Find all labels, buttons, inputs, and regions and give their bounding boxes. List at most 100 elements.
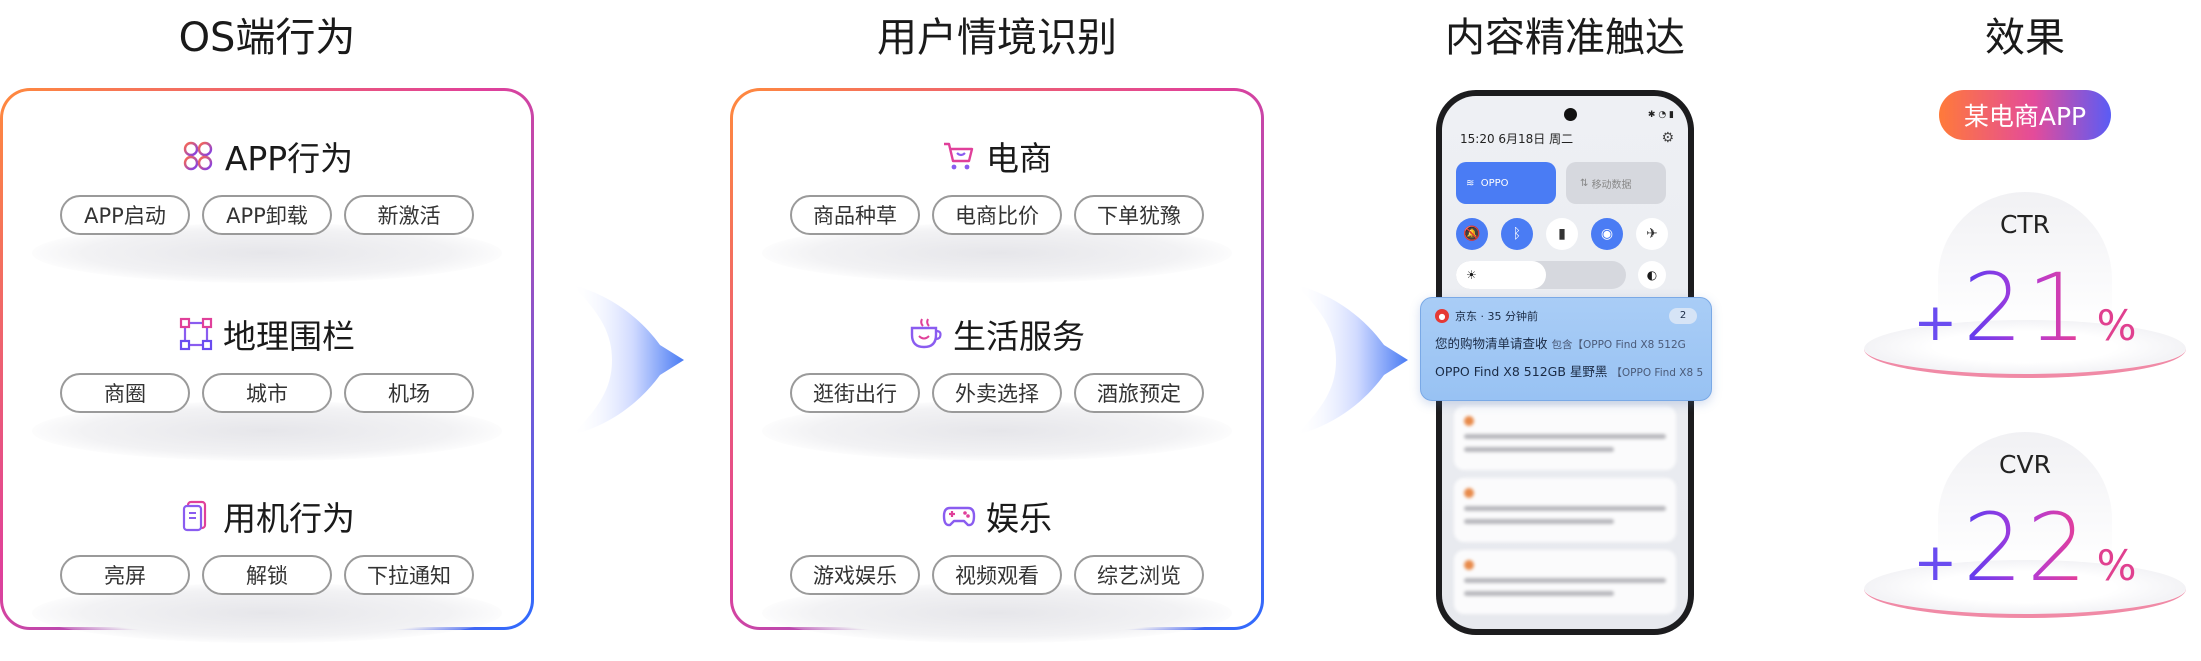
tag-row: 商品种草 电商比价 下单犹豫 <box>733 195 1261 235</box>
group-header: 生活服务 <box>733 309 1261 359</box>
blurred-notification <box>1454 550 1676 614</box>
brightness-slider[interactable]: ☀ <box>1456 261 1626 289</box>
tag-pill: 游戏娱乐 <box>790 555 920 595</box>
metric-dome <box>1938 432 2112 582</box>
group-geo-fence: 地理围栏 商圈 城市 机场 <box>3 309 531 479</box>
dark-mode-icon[interactable]: ◐ <box>1638 261 1666 289</box>
os-behavior-card: APP行为 APP启动 APP卸载 新激活 地理围栏 商圈 城市 机场 <box>0 88 534 643</box>
effect-title: 效果 <box>1985 15 2065 61</box>
content-reach-title: 内容精准触达 <box>1445 15 1685 61</box>
tag-pill: 城市 <box>202 373 332 413</box>
os-behavior-title: OS端行为 <box>178 15 356 61</box>
tag-row: 逛街出行 外卖选择 酒旅预定 <box>733 373 1261 413</box>
tag-pill: 解锁 <box>202 555 332 595</box>
jd-app-icon: ● <box>1435 309 1449 323</box>
group-title: APP行为 <box>224 139 354 178</box>
mobile-data-icon: ⇅ <box>1580 177 1592 189</box>
shopping-notification[interactable]: ● 京东 · 35 分钟前 2 您的购物清单请查收 包含【OPPO Find X… <box>1420 297 1712 401</box>
geo-fence-icon <box>179 317 213 351</box>
notification-count: 2 <box>1669 308 1697 324</box>
airplane-toggle-icon[interactable]: ✈ <box>1636 218 1668 250</box>
location-toggle-icon[interactable]: ◉ <box>1591 218 1623 250</box>
metric-unit: % <box>2096 541 2137 590</box>
metric-label: CTR <box>1999 210 2051 239</box>
tag-pill: 视频观看 <box>932 555 1062 595</box>
mobile-data-tile[interactable]: ⇅ 移动数据 <box>1566 162 1666 204</box>
tag-row: 亮屏 解锁 下拉通知 <box>3 555 531 595</box>
group-title: 电商 <box>986 139 1052 178</box>
blurred-notification <box>1454 478 1676 542</box>
tag-pill: 下拉通知 <box>344 555 474 595</box>
coffee-cup-icon <box>910 318 942 349</box>
flow-arrow-2 <box>1296 285 1408 435</box>
notification-body: OPPO Find X8 512GB 星野黑 <box>1435 364 1608 379</box>
tag-pill: 外卖选择 <box>932 373 1062 413</box>
metric-base <box>1864 320 2186 378</box>
metric-dome <box>1938 192 2112 342</box>
tag-pill: 逛街出行 <box>790 373 920 413</box>
group-entertainment: 娱乐 游戏娱乐 视频观看 综艺浏览 <box>733 491 1261 661</box>
tag-pill: 商圈 <box>60 373 190 413</box>
tag-pill: 机场 <box>344 373 474 413</box>
user-context-title: 用户情境识别 <box>877 15 1117 61</box>
quick-settings-row: 🔕 ᛒ ▮ ◉ ✈ <box>1456 218 1668 250</box>
tag-pill: 亮屏 <box>60 555 190 595</box>
tag-pill: 新激活 <box>344 195 474 235</box>
tag-pill: 下单犹豫 <box>1074 195 1204 235</box>
notification-header: ● 京东 · 35 分钟前 2 <box>1435 308 1697 324</box>
group-title: 生活服务 <box>953 317 1085 356</box>
tag-pill: 综艺浏览 <box>1074 555 1204 595</box>
bluetooth-toggle-icon[interactable]: ᛒ <box>1501 218 1533 250</box>
tag-pill: 酒旅预定 <box>1074 373 1204 413</box>
metric-base <box>1864 560 2186 618</box>
notification-app: 京东 · 35 分钟前 <box>1455 310 1538 323</box>
ecommerce-app-badge: 某电商APP <box>1939 90 2111 140</box>
metric-value: +22% <box>1864 494 2186 603</box>
tag-pill: 商品种草 <box>790 195 920 235</box>
group-title: 娱乐 <box>986 499 1052 538</box>
sun-icon: ☀ <box>1456 261 1546 289</box>
cvr-metric: CVR +22% <box>1864 432 2186 632</box>
tag-pill: APP卸载 <box>202 195 332 235</box>
metric-number: 21 <box>1963 254 2091 363</box>
metric-number: 22 <box>1963 494 2091 603</box>
group-header: APP行为 <box>3 131 531 181</box>
wifi-label: OPPO <box>1480 177 1509 189</box>
metric-plus: + <box>1913 533 1958 593</box>
tag-row: 商圈 城市 机场 <box>3 373 531 413</box>
group-app-behavior: APP行为 APP启动 APP卸载 新激活 <box>3 131 531 301</box>
group-header: 用机行为 <box>3 491 531 541</box>
status-icons: ✱ ◔ ▮ <box>1647 110 1674 120</box>
notification-title-extra: 包含【OPPO Find X8 512G <box>1551 339 1686 351</box>
blurred-notification <box>1454 406 1676 470</box>
mobile-data-label: 移动数据 <box>1591 179 1632 191</box>
wifi-icon: ≋ <box>1466 177 1481 189</box>
front-camera <box>1564 108 1577 121</box>
group-header: 地理围栏 <box>3 309 531 359</box>
phone-usage-icon <box>182 500 207 532</box>
group-header: 娱乐 <box>733 491 1261 541</box>
group-header: 电商 <box>733 131 1261 181</box>
mute-toggle-icon[interactable]: 🔕 <box>1456 218 1488 250</box>
flashlight-toggle-icon[interactable]: ▮ <box>1546 218 1578 250</box>
settings-icon[interactable]: ⚙ <box>1661 130 1674 146</box>
notification-line-1: 您的购物清单请查收 包含【OPPO Find X8 512G <box>1435 333 1697 352</box>
group-phone-usage: 用机行为 亮屏 解锁 下拉通知 <box>3 491 531 661</box>
flow-arrow-1 <box>572 285 684 435</box>
tag-pill: APP启动 <box>60 195 190 235</box>
user-context-card: 电商 商品种草 电商比价 下单犹豫 生活服务 逛街出行 外卖选择 酒旅预定 <box>730 88 1264 643</box>
metric-label: CVR <box>1999 450 2051 479</box>
tag-row: APP启动 APP卸载 新激活 <box>3 195 531 235</box>
tag-pill: 电商比价 <box>932 195 1062 235</box>
wifi-tile[interactable]: ≋ OPPO <box>1456 162 1556 204</box>
group-title: 地理围栏 <box>223 317 355 356</box>
group-title: 用机行为 <box>223 499 355 538</box>
metric-unit: % <box>2096 301 2137 350</box>
gamepad-icon <box>942 506 976 527</box>
shopping-cart-icon <box>944 142 974 170</box>
tag-row: 游戏娱乐 视频观看 综艺浏览 <box>733 555 1261 595</box>
group-ecommerce: 电商 商品种草 电商比价 下单犹豫 <box>733 131 1261 301</box>
ctr-metric: CTR +21% <box>1864 192 2186 392</box>
notification-body-extra: 【OPPO Find X8 5 <box>1611 367 1704 379</box>
app-grid-icon <box>183 141 213 171</box>
